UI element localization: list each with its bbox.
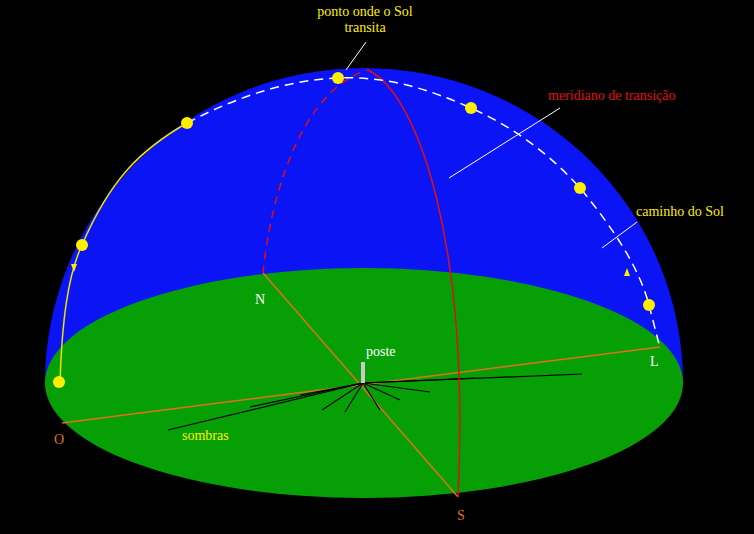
cardinal-point: O [54, 432, 64, 448]
shadow-label: sombras [182, 428, 229, 444]
pole [361, 362, 365, 383]
direction-arrow [71, 264, 77, 272]
callout-label: meridiano de transição [548, 88, 676, 104]
leader-line [449, 108, 560, 178]
callout-label: caminho do Sol [636, 204, 724, 220]
cardinal-point: N [255, 292, 265, 308]
meridian-visible [368, 70, 460, 497]
direction-arrow [624, 268, 630, 276]
meridian-hidden [263, 70, 368, 273]
north-south-line [263, 273, 458, 497]
east-west-line [62, 347, 660, 423]
sun-path-visible [60, 123, 187, 383]
leader-line [346, 42, 366, 70]
ground-plane [45, 268, 683, 498]
callout-label: ponto onde o Sol transita [315, 4, 415, 36]
cardinal-point: L [650, 354, 659, 370]
cardinal-point: S [457, 508, 465, 524]
sun-positions [53, 72, 655, 388]
sun-path-dashed [187, 78, 660, 348]
leader-line [602, 222, 637, 248]
pole-label: poste [366, 344, 396, 360]
shadows [168, 374, 582, 430]
